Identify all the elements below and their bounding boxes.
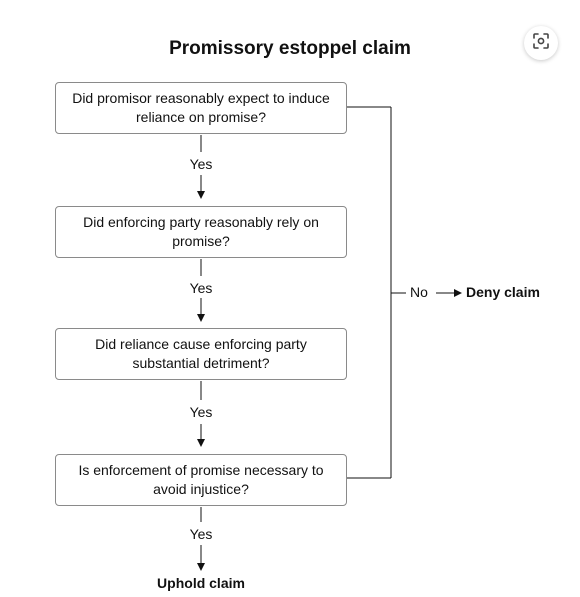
yes-label-4: Yes	[189, 526, 213, 542]
no-label: No	[410, 284, 428, 300]
no-connector	[347, 106, 462, 479]
question-box-3: Did reliance cause enforcing party subst…	[55, 328, 347, 380]
visual-search-icon	[532, 32, 550, 55]
yes-label-1: Yes	[189, 156, 213, 172]
yes-label-2: Yes	[189, 280, 213, 296]
deny-claim-outcome: Deny claim	[466, 284, 540, 300]
question-box-1: Did promisor reasonably expect to induce…	[55, 82, 347, 134]
question-box-4: Is enforcement of promise necessary to a…	[55, 454, 347, 506]
question-box-2: Did enforcing party reasonably rely on p…	[55, 206, 347, 258]
yes-label-3: Yes	[189, 404, 213, 420]
diagram-title: Promissory estoppel claim	[169, 38, 411, 59]
visual-search-button[interactable]	[524, 26, 558, 60]
uphold-claim-outcome: Uphold claim	[157, 575, 245, 591]
